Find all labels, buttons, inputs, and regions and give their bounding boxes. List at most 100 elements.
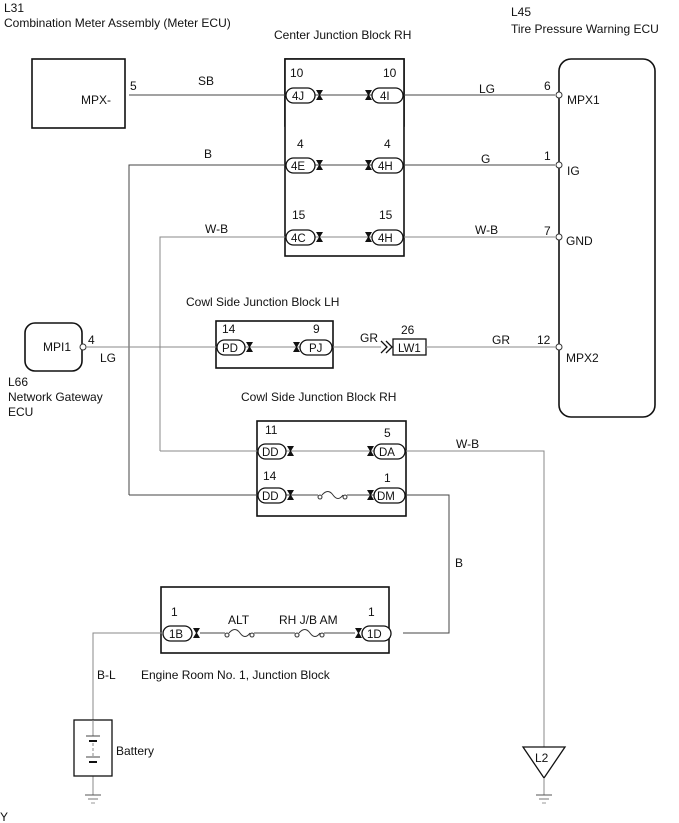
connector-4i bbox=[371, 87, 404, 104]
fuse-icon bbox=[224, 629, 255, 638]
connector-da bbox=[373, 443, 406, 460]
connector-label: 4C bbox=[291, 233, 306, 245]
pin-number: 11 bbox=[265, 423, 278, 437]
connector-label: DA bbox=[379, 447, 395, 459]
pin-number: 4 bbox=[384, 137, 391, 151]
pin-number: 1 bbox=[171, 605, 178, 619]
wire-color-lg: LG bbox=[479, 82, 495, 96]
wire-color-b: B bbox=[204, 147, 212, 161]
inline-connector-pin: 26 bbox=[401, 323, 415, 337]
pin-number: 14 bbox=[263, 469, 277, 483]
gateway-id: L66 bbox=[8, 375, 28, 389]
wire-color-wb-right: W-B bbox=[475, 223, 498, 237]
tpms-terminal-mpx2: MPX2 bbox=[566, 351, 599, 365]
tpms-pin-ig: 1 bbox=[544, 149, 551, 163]
pin-number: 1 bbox=[368, 605, 375, 619]
ground-point-icon bbox=[521, 746, 567, 780]
pin-circle bbox=[555, 233, 563, 241]
connector-label: 4J bbox=[292, 91, 304, 103]
battery-label: Battery bbox=[116, 744, 154, 758]
pin-circle bbox=[555, 91, 563, 99]
connector-4h bbox=[371, 229, 404, 246]
wire-color-gr-b: GR bbox=[492, 333, 510, 347]
tpms-id: L45 bbox=[511, 5, 531, 19]
gateway-name-1: Network Gateway bbox=[8, 390, 103, 404]
pin-number: 15 bbox=[379, 208, 393, 222]
ground-point-label: L2 bbox=[535, 751, 549, 765]
tpms-pin-gnd: 7 bbox=[544, 224, 551, 238]
wire-color-gateway: LG bbox=[100, 351, 116, 365]
center-jb-title: Center Junction Block RH bbox=[274, 28, 411, 42]
tpms-terminal-gnd: GND bbox=[566, 234, 593, 248]
fuse-icon bbox=[317, 491, 348, 500]
tpms-pin-mpx1: 6 bbox=[544, 79, 551, 93]
footer-mark: Y bbox=[0, 810, 8, 823]
connector-1d bbox=[361, 625, 392, 642]
engine-room-jb-box bbox=[160, 586, 390, 654]
gateway-terminal-label: MPI1 bbox=[43, 340, 71, 354]
connector-label: PD bbox=[222, 343, 238, 355]
connector-label: 1D bbox=[367, 629, 382, 641]
wire-dm-to-1d bbox=[403, 494, 450, 634]
pin-number: 10 bbox=[290, 66, 304, 80]
ground-icon bbox=[536, 794, 552, 804]
meter-id: L31 bbox=[4, 1, 24, 15]
inline-connector-label: LW1 bbox=[398, 343, 421, 355]
wire-color-g: G bbox=[481, 152, 490, 166]
connector-label: 4H bbox=[378, 161, 393, 173]
inline-connector-icon bbox=[380, 340, 393, 354]
pin-circle bbox=[555, 161, 563, 169]
gateway-name-2: ECU bbox=[8, 405, 33, 419]
pin-number: 15 bbox=[292, 208, 306, 222]
connector-dm bbox=[373, 487, 406, 504]
pin-number: 5 bbox=[384, 426, 391, 440]
connector-pd bbox=[216, 339, 246, 356]
ground-icon bbox=[85, 794, 101, 804]
wire-color-bl: B-L bbox=[97, 668, 116, 682]
connector-label: 1B bbox=[169, 629, 183, 641]
fuse-icon bbox=[294, 629, 325, 638]
wire-color-wb-left: W-B bbox=[205, 222, 228, 236]
connector-label: 4I bbox=[380, 91, 390, 103]
wire-gnd-left bbox=[159, 236, 286, 451]
connector-dd bbox=[257, 443, 287, 460]
connector-label: DD bbox=[262, 491, 279, 503]
connector-label: 4E bbox=[291, 161, 305, 173]
pin-number: 10 bbox=[383, 66, 397, 80]
wire-color-b-dm: B bbox=[455, 556, 463, 570]
wire-color-gr-a: GR bbox=[360, 331, 378, 345]
cowl-rh-title: Cowl Side Junction Block RH bbox=[241, 390, 396, 404]
connector-label: PJ bbox=[309, 343, 322, 355]
wire-ig-left bbox=[128, 164, 286, 495]
connector-4c bbox=[285, 229, 316, 246]
wire-color-wb-ground: W-B bbox=[456, 437, 479, 451]
connector-pj bbox=[299, 339, 333, 356]
cowl-lh-title: Cowl Side Junction Block LH bbox=[186, 295, 339, 309]
meter-ecu-box bbox=[31, 58, 126, 129]
meter-pin: 5 bbox=[130, 79, 137, 93]
gateway-pin: 4 bbox=[88, 333, 95, 347]
connector-4e bbox=[285, 157, 316, 174]
wire-ground-l2 bbox=[406, 450, 545, 747]
fuse-label: ALT bbox=[228, 613, 250, 627]
pin-number: 1 bbox=[384, 471, 391, 485]
connector-label: DM bbox=[377, 491, 395, 503]
connector-dd bbox=[257, 487, 287, 504]
meter-terminal-label: MPX- bbox=[81, 93, 111, 107]
connector-4h bbox=[371, 157, 404, 174]
pin-number: 9 bbox=[313, 322, 320, 336]
fuse-label: RH J/B AM bbox=[279, 613, 338, 627]
tpms-name: Tire Pressure Warning ECU bbox=[511, 22, 659, 36]
meter-name: Combination Meter Assembly (Meter ECU) bbox=[4, 16, 231, 30]
tpms-pin-mpx2: 12 bbox=[537, 333, 551, 347]
engine-room-jb-title: Engine Room No. 1, Junction Block bbox=[141, 668, 331, 682]
connector-label: 4H bbox=[378, 233, 393, 245]
pin-number: 4 bbox=[297, 137, 304, 151]
pin-number: 14 bbox=[222, 322, 236, 336]
wire-color-sb: SB bbox=[198, 74, 214, 88]
tpms-terminal-ig: IG bbox=[567, 164, 580, 178]
tpms-terminal-mpx1: MPX1 bbox=[567, 93, 600, 107]
pin-circle bbox=[79, 343, 87, 351]
connector-label: DD bbox=[262, 447, 279, 459]
